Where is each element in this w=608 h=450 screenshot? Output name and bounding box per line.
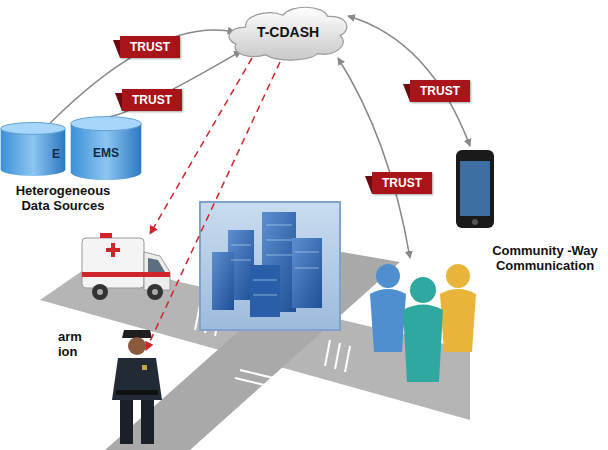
node-text: E — [6, 147, 60, 161]
trust-flag: TRUST — [120, 36, 180, 58]
cloud-node: T-CDASH — [226, 2, 350, 62]
database: E — [0, 122, 66, 176]
database: EMS — [70, 116, 142, 180]
people — [370, 264, 476, 382]
connector — [50, 30, 235, 123]
city-buildings — [200, 202, 340, 330]
connector — [106, 51, 241, 117]
caption-text: Heterogeneous Data Sources — [8, 183, 118, 213]
node-text: T-CDASH — [236, 24, 340, 40]
police-officer — [112, 330, 162, 444]
caption-text: arm ion — [58, 329, 94, 359]
trust-flag: TRUST — [122, 89, 182, 111]
phone — [456, 150, 494, 228]
trust-flag: TRUST — [410, 80, 470, 102]
trust-links — [146, 16, 470, 350]
trust-flag: TRUST — [372, 172, 432, 194]
caption-text: Community -Way Communication — [492, 243, 598, 273]
ambulance — [82, 233, 170, 300]
node-text: EMS — [76, 146, 136, 160]
